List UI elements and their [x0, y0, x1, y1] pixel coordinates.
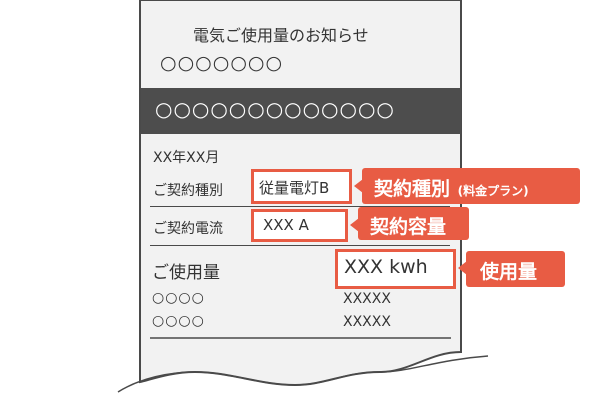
detail-row-value: XXXXX	[343, 291, 391, 307]
usage-box	[335, 249, 456, 289]
callout-contract-type-text: 契約種別	[374, 178, 451, 200]
callout-contract-type: 契約種別 (料金プラン)	[362, 168, 580, 204]
contract-current-value: XXX A	[263, 216, 309, 234]
callout-contract-capacity: 契約容量	[358, 207, 469, 240]
callout-usage: 使用量	[466, 251, 565, 287]
callout-arrow	[350, 218, 359, 232]
contract-current-label: ご契約電流	[153, 221, 223, 237]
usage-value: XXX kwh	[344, 256, 428, 278]
callout-arrow	[458, 261, 467, 275]
name-placeholder: ○○○○○○○	[160, 52, 284, 74]
usage-label: ご使用量	[152, 263, 220, 283]
callout-contract-capacity-text: 契約容量	[370, 216, 447, 238]
divider-line	[150, 245, 450, 246]
banner-text: ○○○○○○○○○○○○○	[155, 97, 395, 121]
detail-row-label: ○○○○	[152, 313, 205, 329]
billing-month: XX年XX月	[153, 150, 220, 166]
contract-current-box	[251, 209, 348, 242]
notice-title: 電気ご使用量のお知らせ	[193, 26, 369, 45]
callout-contract-type-note: (料金プラン)	[457, 184, 529, 198]
contract-type-value: 従量電灯B	[259, 179, 330, 197]
notice-banner	[141, 88, 461, 134]
callout-arrow	[354, 179, 363, 193]
divider-line	[150, 206, 450, 207]
contract-type-box	[251, 169, 352, 204]
detail-row-value: XXXXX	[343, 314, 391, 330]
contract-type-label: ご契約種別	[153, 183, 223, 199]
detail-row-label: ○○○○	[152, 290, 205, 306]
callout-usage-text: 使用量	[480, 261, 538, 283]
